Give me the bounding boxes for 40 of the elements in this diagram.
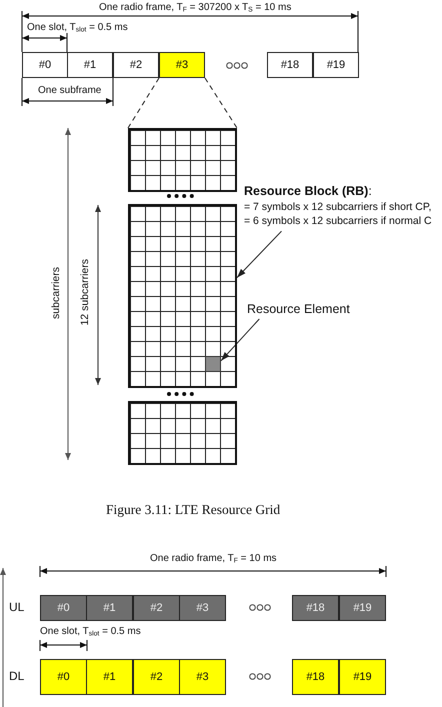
resource-element-cell	[205, 356, 221, 372]
slot-box: #0	[40, 659, 87, 695]
slot-box: #19	[339, 659, 386, 695]
leader-line	[220, 318, 260, 362]
slot-box: #2	[133, 595, 180, 621]
resource-grid	[128, 128, 237, 192]
slot-box: #3	[179, 595, 226, 621]
resource-block-grid	[128, 204, 237, 388]
slot-box: #18	[292, 595, 339, 621]
dimension-label: One radio frame, T$_{F}$ = 307200 x T$_{S}$ = 10 ms	[99, 2, 292, 14]
leader-line	[236, 230, 282, 278]
slot-box: #1	[86, 659, 133, 695]
callout-text: = 7 symbols x 12 subcarriers if short CP,	[244, 200, 432, 214]
dimension-label: One slot, T$_{slot}$ = 0.5 ms	[40, 626, 141, 638]
resource-grid	[128, 401, 237, 465]
zoom-line	[204, 78, 238, 128]
row-label: UL	[9, 600, 24, 614]
slot-box: #1	[67, 52, 113, 78]
slot-box: #0	[22, 52, 68, 78]
slot-box: #1	[86, 595, 133, 621]
dimension-label: 12 subcarriers	[79, 259, 92, 326]
slot-box: #3	[179, 659, 226, 695]
dimension-label: One slot, T$_{slot}$ = 0.5 ms	[27, 22, 128, 34]
dimension-label: One radio frame, T$_{F}$ = 10 ms	[150, 553, 277, 565]
callout-text: = 6 symbols x 12 subcarriers if normal C	[244, 214, 432, 228]
row-label: DL	[9, 669, 24, 684]
slot-box: #19	[339, 595, 386, 621]
slot-box: #19	[313, 52, 359, 78]
slot-box: #0	[40, 595, 87, 621]
callout-text: Resource Element	[247, 302, 350, 316]
slot-box: #2	[113, 52, 159, 78]
figure-caption: Figure 3.11: LTE Resource Grid	[106, 502, 280, 518]
slot-box: #2	[133, 659, 180, 695]
slot-box: #3	[159, 52, 205, 78]
axis-label: subcarriers	[50, 267, 63, 319]
slot-box: #18	[267, 52, 313, 78]
callout-heading: Resource Block (RB):	[244, 183, 372, 200]
slot-box: #18	[292, 659, 339, 695]
zoom-line	[128, 78, 160, 128]
dimension-label: One subframe	[38, 85, 102, 97]
